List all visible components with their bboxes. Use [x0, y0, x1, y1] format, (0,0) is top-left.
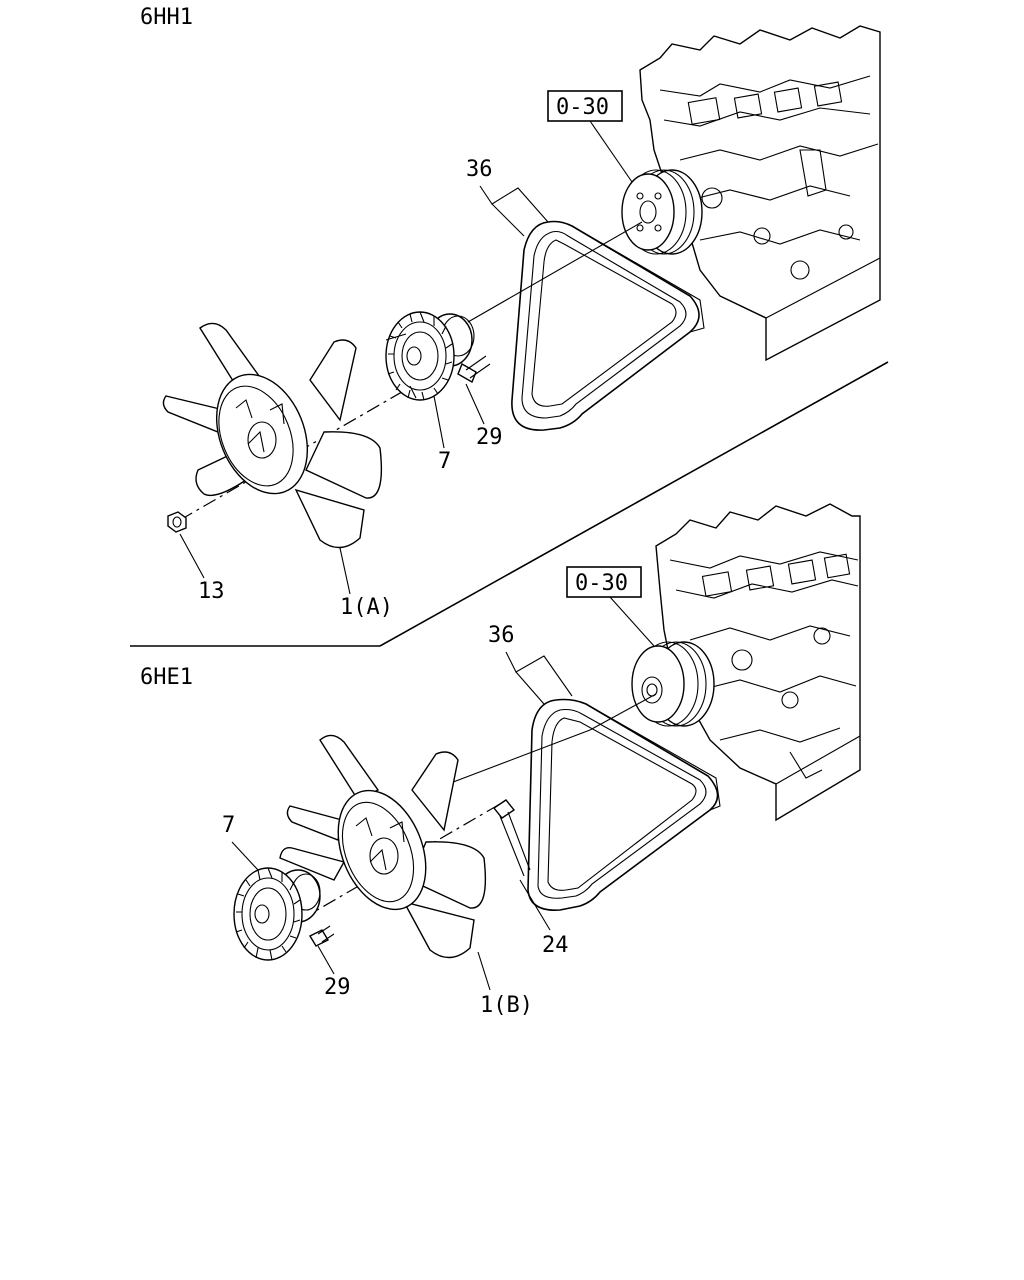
ref-box[interactable] [566, 566, 642, 598]
section-divider [130, 361, 889, 647]
callout-bolt: 29 [324, 975, 351, 1000]
section-6he1: 6HE1 0 [140, 503, 861, 1018]
bolt-icon [309, 925, 335, 947]
v-belt-icon [527, 698, 721, 911]
variant-label: 6HE1 [140, 665, 193, 690]
nut-icon [167, 511, 187, 533]
crankshaft-pulley-icon [631, 641, 715, 727]
callout-fan: 1(A) [340, 595, 393, 620]
callout-fan: 1(B) [480, 993, 533, 1018]
callout-nut: 13 [198, 579, 225, 604]
callout-clutch: 7 [438, 449, 451, 474]
v-belt-icon [511, 220, 705, 431]
ref-box-label: 0-30 [575, 571, 628, 596]
bolt-icon [492, 799, 531, 877]
fan-clutch-icon [233, 867, 321, 961]
callout-belt: 36 [466, 157, 493, 182]
fan-clutch-icon [385, 311, 475, 401]
variant-label: 6HH1 [140, 5, 193, 30]
crankshaft-pulley-icon [621, 169, 703, 255]
callout-bolt: 29 [476, 425, 503, 450]
cooling-fan-icon [162, 322, 383, 549]
cooling-fan-icon [279, 734, 487, 959]
ref-box[interactable] [547, 90, 623, 122]
section-6hh1: 6HH1 [140, 5, 881, 620]
callout-bolt2: 24 [542, 933, 569, 958]
engine-block-icon [655, 503, 861, 822]
callout-belt: 36 [488, 623, 515, 648]
bolt-icon [457, 355, 491, 384]
ref-box-label: 0-30 [556, 95, 609, 120]
engine-block-icon [639, 25, 881, 362]
callout-clutch: 7 [222, 813, 235, 838]
